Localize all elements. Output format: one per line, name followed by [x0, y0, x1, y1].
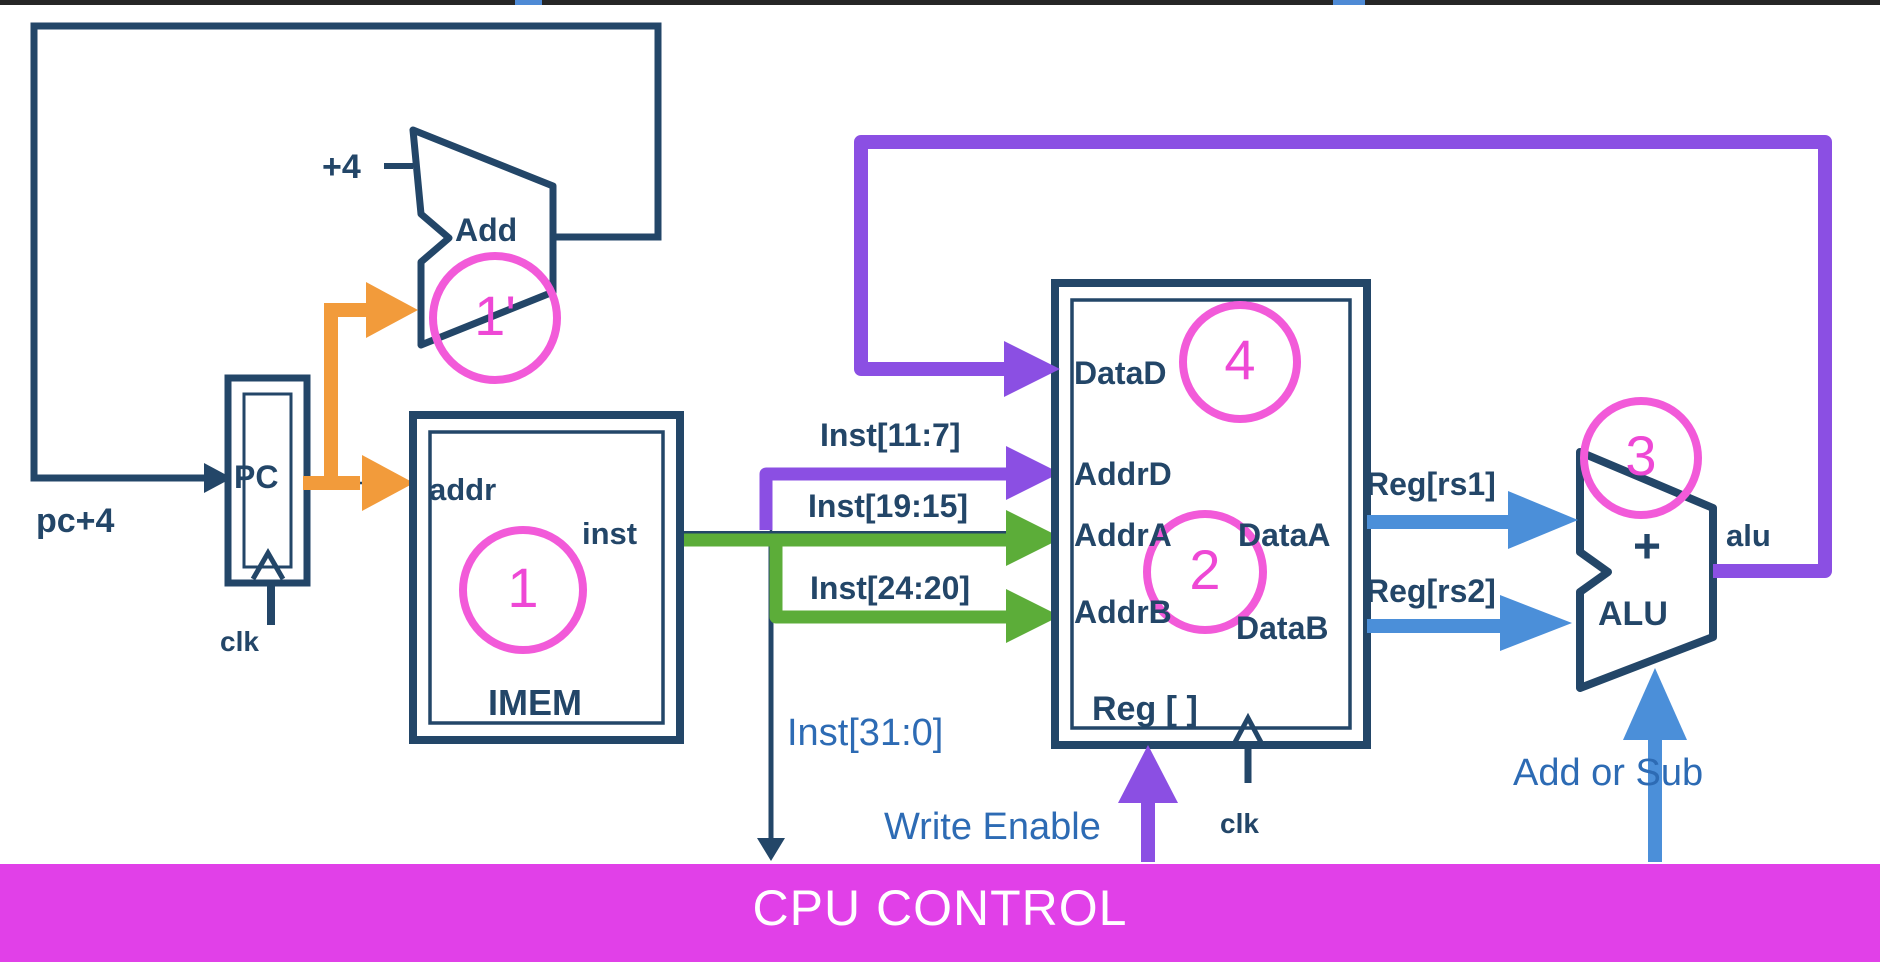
inst-31-0-label: Inst[31:0] [787, 712, 944, 754]
alu-to-datad-wire [854, 135, 1832, 578]
regfile-clk-triangle-icon [1230, 712, 1266, 748]
step-number-4: 4 [1224, 327, 1256, 391]
add-or-sub-arrowhead-icon [1623, 668, 1687, 740]
inst-11-7-arrowhead-icon [1006, 446, 1060, 500]
step-circle-3 [1580, 397, 1702, 519]
pc-input-arrowhead-icon [204, 463, 232, 493]
alu-label: ALU [1598, 595, 1668, 633]
inst-24-20-wire [769, 543, 1008, 624]
write-enable-label: Write Enable [884, 806, 1101, 848]
pc-to-imem-arrowhead-icon [362, 455, 414, 511]
pc-register-box-inner [242, 392, 293, 569]
cpu-control-bar: CPU CONTROL [0, 864, 1880, 962]
reg-rs1-label: Reg[rs1] [1366, 466, 1496, 502]
inst-11-7-label: Inst[11:7] [820, 417, 961, 453]
top-bar-blue-segment-left [515, 0, 542, 5]
imem-addr-port-label: addr [429, 472, 497, 507]
cpu-control-label: CPU CONTROL [752, 880, 1128, 936]
slide-top-bar [0, 0, 1880, 5]
step-number-2: 2 [1189, 537, 1221, 601]
inst-11-7-wire [759, 467, 1008, 530]
pc-register-box [224, 374, 311, 587]
inst-19-15-arrowhead-icon [1006, 510, 1062, 566]
step-number-1: 1 [507, 555, 539, 619]
inst-24-20-label: Inst[24:20] [810, 570, 971, 606]
pc-plus4-label: pc+4 [36, 502, 115, 540]
step-circle-4 [1179, 301, 1301, 423]
inst-24-20-arrowhead-icon [1006, 589, 1060, 643]
step-number-1-prime: 1' [474, 283, 516, 347]
step-circle-2 [1143, 510, 1267, 634]
pc-label: PC [234, 459, 279, 495]
imem-inst-port-label: inst [582, 516, 638, 551]
pc-clk-label: clk [220, 626, 259, 657]
imem-label: IMEM [488, 682, 582, 723]
top-bar-blue-segment-right [1333, 0, 1365, 5]
write-enable-arrowhead-icon [1118, 745, 1178, 803]
regfile-clk-label: clk [1220, 808, 1259, 839]
pc-to-adder-arrowhead-icon [366, 282, 418, 338]
regfile-dataa-port-label: DataA [1238, 517, 1331, 553]
regfile-box-inner [1070, 298, 1352, 730]
add-label: Add [455, 212, 518, 248]
imem-box-inner [428, 430, 665, 725]
step-number-3: 3 [1625, 423, 1657, 487]
imem-box [409, 411, 684, 744]
alu-plus-symbol: + [1632, 520, 1662, 574]
inst-19-15-label: Inst[19:15] [808, 488, 969, 524]
regfile-label: Reg [ ] [1092, 690, 1198, 728]
alu-output-label: alu [1726, 518, 1771, 553]
plus4-label: +4 [322, 148, 361, 186]
pc-to-adder-wire [324, 303, 366, 490]
pc-adder-shape [409, 126, 557, 349]
step-circle-1 [459, 526, 587, 654]
inst-to-control-arrowhead-icon [757, 838, 785, 861]
reg-rs2-arrowhead-icon [1500, 595, 1572, 651]
datad-arrowhead-icon [1004, 341, 1060, 397]
regfile-addra-port-label: AddrA [1074, 517, 1172, 553]
regfile-datad-port-label: DataD [1074, 355, 1167, 391]
regfile-datab-port-label: DataB [1236, 610, 1329, 646]
step-circle-1-prime [429, 252, 561, 384]
regfile-addrb-port-label: AddrB [1074, 594, 1172, 630]
add-or-sub-label: Add or Sub [1513, 752, 1704, 794]
regfile-box [1051, 279, 1371, 749]
pc-clk-triangle-icon [250, 547, 286, 581]
reg-rs1-arrowhead-icon [1508, 491, 1578, 549]
regfile-addrd-port-label: AddrD [1074, 456, 1172, 492]
reg-rs2-label: Reg[rs2] [1366, 573, 1496, 609]
pc-plus4-loop-wire [30, 22, 662, 482]
